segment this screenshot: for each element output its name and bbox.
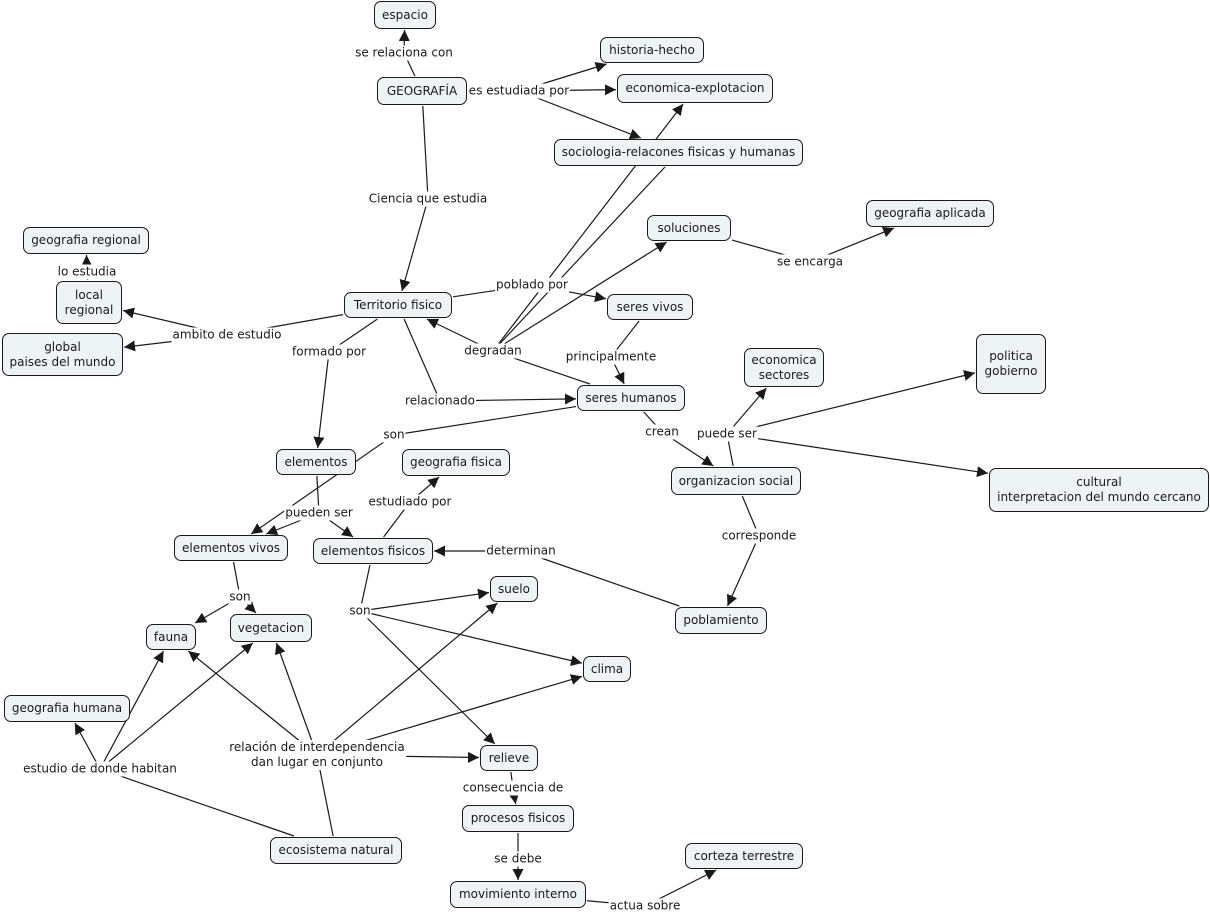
concept-node-historia[interactable]: historia-hecho: [600, 37, 704, 63]
link-label-son-3[interactable]: son: [348, 603, 372, 619]
concept-node-fauna[interactable]: fauna: [146, 624, 196, 650]
concept-node-economica-exp[interactable]: economica-explotacion: [617, 74, 773, 103]
concept-node-soluciones[interactable]: soluciones: [647, 215, 731, 241]
concept-node-politica[interactable]: politica gobierno: [976, 334, 1046, 394]
link-label-determinan[interactable]: determinan: [485, 543, 557, 559]
link-label-degradan[interactable]: degradan: [463, 343, 523, 359]
connector-line: [492, 166, 666, 352]
concept-node-vegetacion[interactable]: vegetacion: [230, 614, 312, 642]
concept-node-geo-regional[interactable]: geografia regional: [23, 227, 149, 254]
concept-node-elementos[interactable]: elementos: [276, 449, 356, 475]
link-label-consecuencia[interactable]: consecuencia de: [461, 780, 565, 796]
link-label-relacion[interactable]: relación de interdependencia dan lugar e…: [228, 740, 406, 770]
concept-node-procesos[interactable]: procesos fisicos: [462, 805, 574, 832]
link-label-se-encarga[interactable]: se encarga: [775, 254, 845, 270]
concept-node-geo-humana[interactable]: geografia humana: [4, 695, 130, 722]
arrow-line: [187, 650, 318, 756]
link-label-ambito[interactable]: ambito de estudio: [171, 327, 283, 343]
link-label-corresponde[interactable]: corresponde: [720, 528, 798, 544]
arrow-line: [359, 610, 496, 745]
link-label-crean[interactable]: crean: [644, 424, 680, 440]
arrow-line: [492, 241, 668, 352]
concept-node-territorio[interactable]: Territorio fisico: [344, 292, 452, 318]
arrow-line: [359, 588, 490, 612]
arrow-line: [359, 610, 583, 666]
concept-node-cultural[interactable]: cultural interpretacion del mundo cercan…: [989, 468, 1209, 512]
arrow-line: [99, 642, 254, 770]
arrow-line: [726, 387, 767, 435]
arrow-line: [399, 198, 429, 292]
link-label-son-2[interactable]: son: [228, 589, 252, 605]
arrow-line: [726, 433, 989, 478]
link-label-son-1[interactable]: son: [382, 427, 406, 443]
link-label-lo-estudia[interactable]: lo estudia: [56, 264, 118, 280]
link-label-se-relaciona[interactable]: se relaciona con: [354, 45, 454, 61]
connector-line: [403, 318, 441, 402]
concept-node-movimiento[interactable]: movimiento interno: [450, 881, 586, 908]
concept-node-relieve[interactable]: relieve: [480, 745, 538, 771]
link-label-es-estudiada[interactable]: es estudiada por: [467, 83, 571, 99]
arrow-line: [316, 602, 498, 756]
arrow-line: [250, 434, 395, 535]
connector-line: [359, 564, 371, 612]
link-label-estudiado[interactable]: estudiado por: [367, 494, 453, 510]
concept-node-poblamiento[interactable]: poblamiento: [675, 607, 767, 634]
concept-node-seres-vivos[interactable]: seres vivos: [607, 294, 693, 320]
arrow-line: [74, 722, 101, 770]
link-label-poblado[interactable]: poblado por: [495, 277, 569, 293]
connector-line: [393, 405, 577, 436]
concept-node-espacio[interactable]: espacio: [374, 1, 436, 29]
arrow-line: [518, 90, 642, 140]
arrow-line: [99, 650, 164, 770]
concept-node-seres-humanos[interactable]: seres humanos: [577, 385, 685, 411]
arrow-line: [313, 351, 330, 449]
arrow-line: [726, 535, 760, 607]
concept-node-elem-fisicos[interactable]: elementos fisicos: [313, 538, 433, 564]
concept-node-corteza[interactable]: corteza terrestre: [685, 843, 803, 869]
link-label-formado[interactable]: formado por: [291, 344, 367, 360]
concept-node-org-social[interactable]: organizacion social: [671, 467, 801, 495]
concept-node-clima[interactable]: clima: [583, 656, 631, 682]
connector-line: [99, 768, 295, 837]
link-label-actua[interactable]: actua sobre: [608, 898, 682, 914]
link-label-estudio-donde[interactable]: estudio de donde habitan: [22, 761, 178, 777]
concept-node-elem-vivos[interactable]: elementos vivos: [174, 535, 288, 561]
link-label-ciencia[interactable]: Ciencia que estudia: [367, 191, 489, 207]
link-label-pueden-ser[interactable]: pueden ser: [284, 505, 354, 521]
connector-line: [422, 105, 429, 200]
concept-node-geo-fisica[interactable]: geografia fisica: [402, 449, 510, 476]
concept-node-ecosistema[interactable]: ecosistema natural: [270, 837, 402, 864]
concept-node-geo-aplicada[interactable]: geografia aplicada: [866, 200, 994, 227]
link-label-principalmente[interactable]: principalmente: [564, 349, 658, 365]
concept-node-sociologia[interactable]: sociologia-relacones fisicas y humanas: [554, 139, 803, 166]
link-label-relacionado[interactable]: relacionado: [404, 393, 476, 409]
concept-node-economica-sec[interactable]: economica sectores: [744, 348, 824, 387]
connector-line: [520, 550, 680, 607]
concept-node-suelo[interactable]: suelo: [490, 576, 538, 602]
link-label-se-debe[interactable]: se debe: [493, 851, 543, 867]
link-label-puede-ser[interactable]: puede ser: [696, 426, 758, 442]
concept-node-global[interactable]: global paises del mundo: [2, 333, 123, 376]
concept-node-local[interactable]: local regional: [56, 281, 122, 324]
concept-node-geografia[interactable]: GEOGRAFÍA: [377, 77, 467, 105]
arrow-line: [275, 642, 318, 756]
arrow-line: [726, 370, 976, 435]
